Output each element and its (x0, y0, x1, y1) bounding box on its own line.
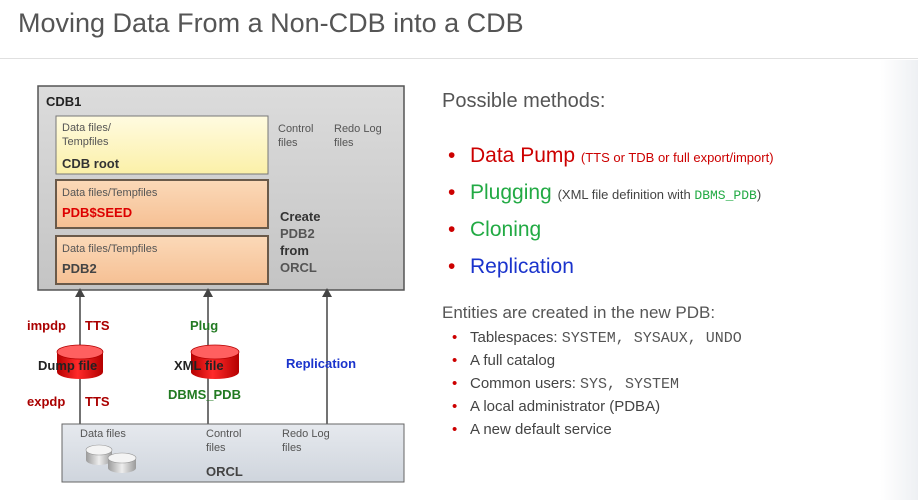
orcl-data-files-label: Data files (80, 428, 126, 440)
entities-heading: Entities are created in the new PDB: (442, 303, 716, 322)
methods-heading: Possible methods: (442, 90, 606, 112)
bullet-icon: • (452, 375, 458, 392)
expdp-label: expdp (27, 394, 66, 409)
method-name: Replication (470, 255, 574, 278)
plug-label: Plug (190, 318, 219, 333)
impdp-label: impdp (27, 318, 66, 333)
seed-files-label: Data files/Tempfiles (62, 187, 158, 199)
entity-local-admin: •A local administrator (PDBA) (452, 398, 661, 415)
method-name: Data Pump (470, 144, 576, 167)
method-name: Plugging (470, 181, 552, 204)
cdb-root-box (55, 115, 269, 175)
tts-export-label: TTS (85, 394, 110, 409)
pdb-seed-label: PDB$SEED (62, 205, 133, 220)
method-detail-end: ) (756, 187, 762, 202)
method-plugging: • Plugging (XML file definition with DBMS… (448, 181, 761, 205)
bullet-icon: • (452, 352, 458, 369)
tts-import-label: TTS (85, 318, 110, 333)
bullet-icon: • (448, 181, 456, 204)
method-cloning: • Cloning (448, 218, 541, 242)
root-files-label: Data files/Tempfiles (62, 122, 111, 148)
pdb-seed-box (55, 179, 269, 229)
pdb2-files-label: Data files/Tempfiles (62, 243, 158, 255)
method-name: Cloning (470, 218, 542, 241)
datapump-arrow-head (75, 288, 85, 297)
xml-file-cylinder (190, 344, 240, 379)
entity-common-users: •Common users: SYS, SYSTEM (452, 375, 680, 393)
method-detail: (XML file definition with (557, 187, 695, 202)
orcl-label: ORCL (206, 464, 243, 479)
method-detail: (TTS or TDB or full export/import) (580, 150, 774, 165)
bullet-icon: • (448, 218, 456, 241)
method-data-pump: • Data Pump (TTS or TDB or full export/im… (448, 144, 774, 168)
pdb2-box (55, 235, 269, 285)
method-detail-code: DBMS_PDB (694, 188, 757, 203)
page-title: Moving Data From a Non-CDB into a CDB (18, 8, 524, 38)
cdb-root-label: CDB root (62, 156, 120, 171)
entity-default-service: •A new default service (452, 421, 612, 438)
bullet-icon: • (448, 144, 456, 167)
bullet-icon: • (452, 421, 458, 438)
plug-arrow-head (203, 288, 213, 297)
dump-file-cylinder (56, 344, 104, 379)
xml-file-label: XML file (174, 358, 224, 373)
title-divider (0, 58, 918, 59)
pdb2-label: PDB2 (62, 261, 97, 276)
bullet-icon: • (452, 398, 458, 415)
entity-tablespaces: •Tablespaces: SYSTEM, SYSAUX, UNDO (452, 329, 742, 347)
bullet-icon: • (452, 329, 458, 346)
right-edge-shade (880, 60, 918, 500)
replication-flow-label: Replication (286, 356, 357, 371)
entity-full-catalog: •A full catalog (452, 352, 556, 369)
disk-icon (85, 444, 137, 473)
dbms-pdb-label: DBMS_PDB (168, 387, 241, 402)
dump-file-label: Dump file (38, 358, 98, 373)
cdb1-label: CDB1 (46, 94, 82, 109)
bullet-icon: • (448, 255, 456, 278)
method-replication: • Replication (448, 255, 574, 279)
replication-arrow-head (322, 288, 332, 297)
